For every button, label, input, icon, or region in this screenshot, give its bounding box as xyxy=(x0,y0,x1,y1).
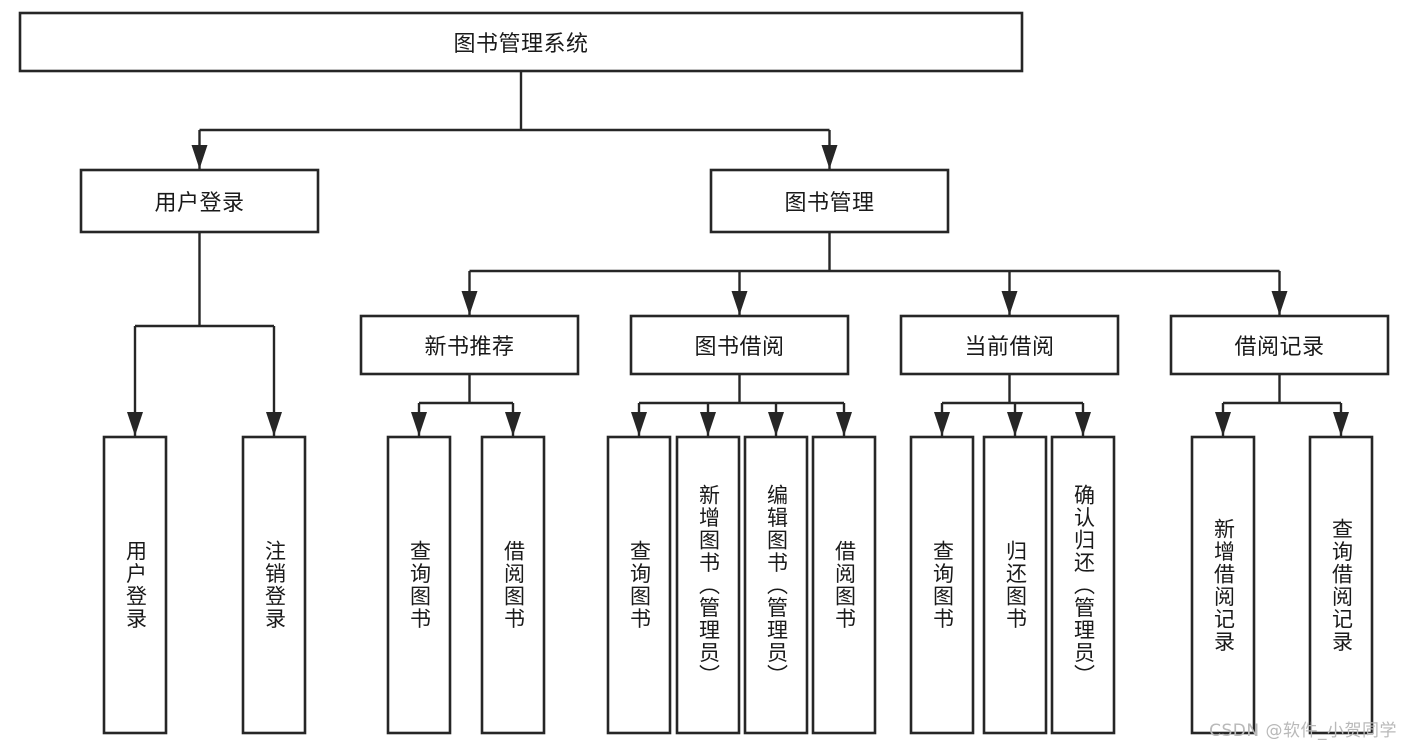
node-box-leaf-logout[interactable] xyxy=(241,435,307,735)
node-box-book-borrow[interactable] xyxy=(629,314,850,376)
node-box-leaf-add-book[interactable] xyxy=(675,435,741,735)
node-box-leaf-edit-book[interactable] xyxy=(743,435,809,735)
arrow-head-leaf-return-book xyxy=(1007,412,1023,436)
arrow-head-leaf-logout xyxy=(266,412,282,436)
arrow-head-borrow-record xyxy=(1271,291,1288,315)
node-box-leaf-borrow-book-rec[interactable] xyxy=(480,435,546,735)
node-box-leaf-query-book-cb[interactable] xyxy=(909,435,975,735)
arrow-head-leaf-borrow-book-bb xyxy=(836,412,852,436)
node-box-leaf-query-book-bb[interactable] xyxy=(606,435,672,735)
node-box-leaf-user-login[interactable] xyxy=(102,435,168,735)
arrow-head-leaf-add-book xyxy=(700,412,716,436)
node-box-leaf-borrow-book-bb[interactable] xyxy=(811,435,877,735)
arrow-head-new-book-rec xyxy=(461,291,478,315)
node-box-borrow-record[interactable] xyxy=(1169,314,1390,376)
node-box-current-borrow[interactable] xyxy=(899,314,1120,376)
arrow-head-leaf-query-book-bb xyxy=(631,412,647,436)
node-box-leaf-query-book-rec[interactable] xyxy=(386,435,452,735)
node-box-new-book-rec[interactable] xyxy=(359,314,580,376)
node-box-leaf-return-book[interactable] xyxy=(982,435,1048,735)
arrow-head-leaf-borrow-book-rec xyxy=(505,412,521,436)
arrow-head-leaf-query-record xyxy=(1333,412,1349,436)
arrow-head-leaf-edit-book xyxy=(768,412,784,436)
arrow-head-leaf-query-book-rec xyxy=(411,412,427,436)
arrow-head-leaf-user-login xyxy=(127,412,143,436)
node-box-leaf-query-record[interactable] xyxy=(1308,435,1374,735)
node-box-leaf-confirm-return[interactable] xyxy=(1050,435,1116,735)
arrow-head-book-manage xyxy=(821,145,838,169)
arrow-head-book-borrow xyxy=(731,291,748,315)
arrow-head-leaf-confirm-return xyxy=(1075,412,1091,436)
arrow-head-leaf-add-record xyxy=(1215,412,1231,436)
arrow-head-user-login xyxy=(191,145,208,169)
watermark-text: CSDN @软件_小贺同学 xyxy=(1209,721,1397,741)
arrow-head-leaf-query-book-cb xyxy=(934,412,950,436)
edges-layer xyxy=(127,71,1349,436)
node-box-root[interactable] xyxy=(18,11,1024,73)
node-box-leaf-add-record[interactable] xyxy=(1190,435,1256,735)
node-box-book-manage[interactable] xyxy=(709,168,950,234)
node-box-user-login[interactable] xyxy=(79,168,320,234)
nodes-layer xyxy=(18,11,1390,735)
arrow-head-current-borrow xyxy=(1001,291,1018,315)
